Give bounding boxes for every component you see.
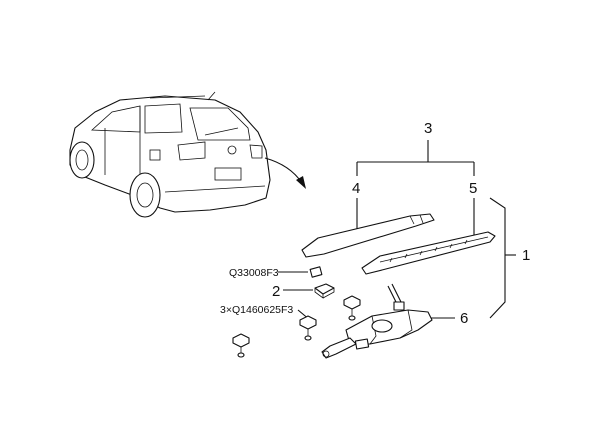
wiper-arm xyxy=(301,213,435,258)
clip-icon xyxy=(309,266,323,278)
bolt-icon xyxy=(343,295,361,321)
wiper-blade xyxy=(361,231,496,275)
callout-1: 1 xyxy=(522,247,530,264)
leader-lines xyxy=(278,140,516,321)
callout-2: 2 xyxy=(272,283,280,300)
callout-3: 3 xyxy=(424,120,432,137)
cap-icon xyxy=(314,283,335,299)
wiper-motor xyxy=(321,283,433,359)
callout-5: 5 xyxy=(469,180,477,197)
callout-6: 6 xyxy=(460,310,468,327)
bolt-part-code: 3×Q1460625F3 xyxy=(220,304,293,316)
bolt-icon xyxy=(299,315,317,341)
clip-part-code: Q33008F3 xyxy=(229,267,279,279)
car-illustration xyxy=(69,91,271,218)
callout-4: 4 xyxy=(352,180,360,197)
arrow-icon xyxy=(264,157,306,189)
bolt-icon xyxy=(232,333,250,358)
